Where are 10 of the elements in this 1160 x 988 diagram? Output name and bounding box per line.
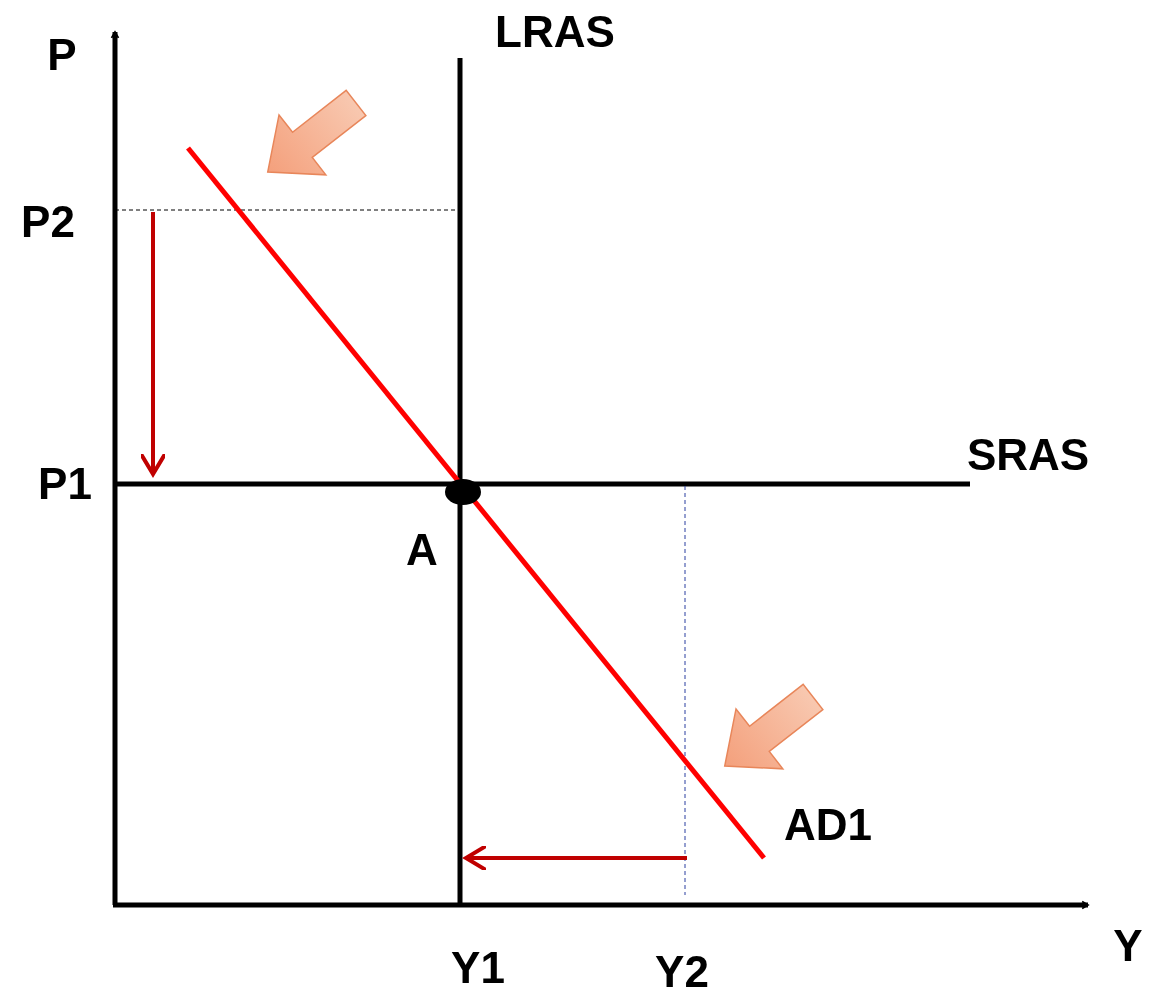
axis-label: P	[47, 33, 77, 77]
output-label: Y1	[451, 946, 505, 988]
curve-label: SRAS	[966, 433, 1090, 477]
output-label: Y2	[655, 950, 709, 988]
price-label: P2	[21, 200, 75, 244]
curve-label: LRAS	[495, 10, 615, 54]
axis-label: Y	[1113, 924, 1143, 968]
curve-label: AD1	[784, 803, 872, 847]
price-label: P1	[38, 462, 92, 506]
point-label: A	[406, 528, 438, 572]
